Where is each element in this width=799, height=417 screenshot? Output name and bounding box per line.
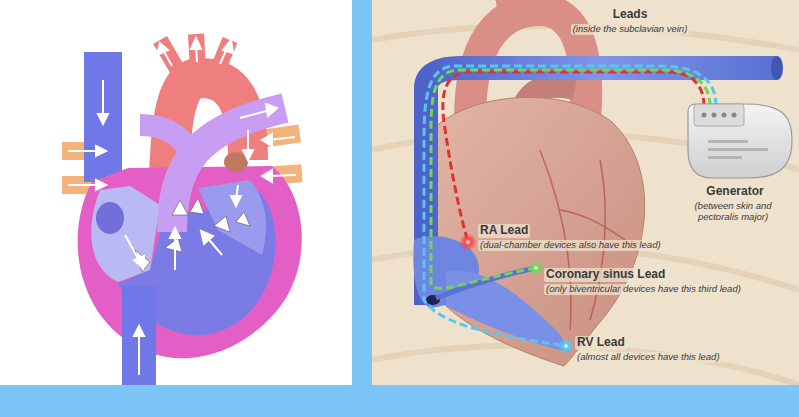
flow-arrow: [68, 38, 296, 375]
flow-arrow: [170, 228, 180, 238]
valve: [190, 198, 204, 214]
vena-cava: [84, 52, 122, 182]
lead-tip: [558, 338, 574, 354]
flow-arrow: [134, 256, 144, 268]
lead-tip: [459, 233, 477, 251]
label-note: (almost all devices have this lead): [575, 352, 722, 363]
label-note: (only biventricular devices have this th…: [544, 284, 743, 295]
valve: [214, 216, 230, 232]
flow-arrow: [223, 40, 233, 53]
coronary-vessel: [560, 210, 625, 240]
generator-marking: [708, 140, 768, 159]
part-label: RA Lead: [478, 224, 530, 238]
label-note: (dual-chamber devices also have this lea…: [478, 240, 663, 251]
generator-marking: [708, 156, 742, 159]
vena-cava: [122, 286, 156, 385]
generator-header: [694, 104, 744, 126]
part-label: Leads: [611, 8, 650, 22]
flow-arrow: [96, 180, 106, 190]
coronary-sinus: [436, 268, 536, 298]
valve: [165, 238, 182, 252]
valve: [236, 212, 250, 226]
label-note: (inside the subclavian vein): [571, 24, 690, 35]
flow-arrow: [266, 104, 277, 116]
flow-arrow: [134, 326, 144, 336]
valve: [135, 198, 250, 272]
left-atrium: [198, 180, 266, 255]
generator-port: [722, 113, 727, 118]
aorta: [500, 0, 505, 20]
valve: [135, 250, 150, 272]
lead-tip: [528, 260, 544, 276]
generator-marking: [708, 148, 768, 151]
flow-arrow: [231, 196, 241, 206]
right-atrium: [91, 186, 160, 282]
generator-port: [702, 113, 707, 118]
label-note: (between skin and pectoralis major): [671, 201, 795, 223]
part-label: RV Lead: [575, 336, 627, 350]
part-label: Coronary sinus Lead: [544, 268, 667, 282]
generator: [688, 104, 792, 178]
generator-marking: [708, 140, 748, 143]
flow-arrow: [157, 43, 168, 55]
rib-shadow: [372, 345, 799, 385]
aorta: [530, 0, 532, 14]
right-panel: [372, 0, 799, 385]
flow-arrow: [96, 146, 106, 156]
flow-arrow: [262, 170, 272, 182]
part-label: Generator: [704, 185, 765, 199]
vessel-opening: [96, 202, 124, 234]
generator-port: [712, 113, 717, 118]
flow-arrow: [201, 231, 213, 244]
rib-shadow: [372, 26, 799, 385]
flow-arrow: [191, 38, 201, 49]
left-panel: [0, 0, 352, 385]
coronary-sinus-lead: [431, 70, 710, 288]
flow-arrow: [240, 110, 270, 118]
pacemaker-illustration: [372, 0, 799, 385]
heart: [417, 97, 644, 366]
generator-port: [732, 113, 737, 118]
ra-lead: [443, 72, 704, 242]
subclavian-vein: [771, 56, 783, 80]
heart-schematic: [62, 34, 303, 385]
pulmonary-artery: [172, 108, 285, 232]
pulmonary-artery: [140, 125, 190, 150]
flow-arrow: [243, 150, 253, 160]
valve: [172, 200, 188, 215]
flow-arrow: [98, 114, 108, 124]
generator-port: [702, 113, 737, 118]
flow-arrow: [262, 134, 272, 146]
